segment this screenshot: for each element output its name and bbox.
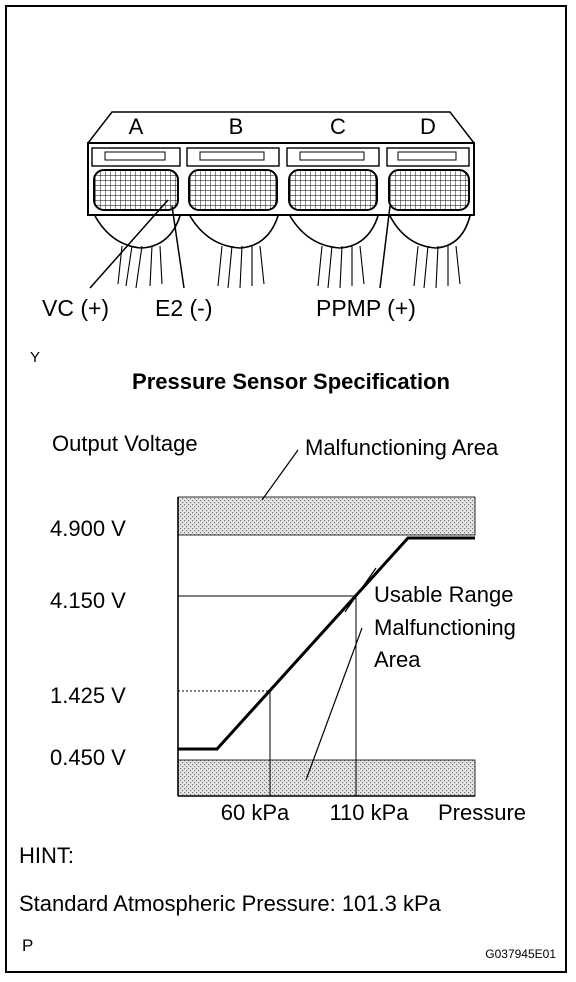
view-code-p: P (22, 936, 33, 955)
pin-label-vc: VC (+) (42, 295, 109, 321)
view-code-y: Y (30, 349, 40, 366)
pressure-voltage-chart: Malfunctioning Area Usable Range Malfunc… (50, 435, 526, 825)
connector-block-c (286, 147, 380, 289)
chart-title: Pressure Sensor Specification (132, 369, 450, 394)
x-tick-60kpa: 60 kPa (221, 800, 290, 825)
y-tick-4900: 4.900 V (50, 516, 126, 541)
annotation-malfunction-upper: Malfunctioning Area (305, 435, 499, 460)
connector-block-a (91, 147, 181, 289)
leader-line-vc (89, 199, 169, 289)
connector-letter-a: A (129, 114, 144, 139)
malfunction-band-lower (177, 759, 476, 797)
connector-letter-c: C (330, 114, 346, 139)
y-axis-label: Output Voltage (52, 431, 198, 456)
y-tick-4150: 4.150 V (50, 588, 126, 613)
leader-malfunction-lower (305, 627, 363, 781)
connector-block-b (186, 147, 280, 289)
leader-malfunction-upper (261, 449, 299, 501)
connector-letter-b: B (229, 114, 244, 139)
y-tick-1425: 1.425 V (50, 683, 126, 708)
pin-label-ppmp: PPMP (+) (316, 295, 416, 321)
connector-block-d (386, 147, 471, 289)
leader-line-ppmp (379, 205, 391, 289)
sensor-characteristic-line (178, 536, 475, 751)
pin-label-e2: E2 (-) (155, 295, 213, 321)
hint-text: Standard Atmospheric Pressure: 101.3 kPa (19, 891, 442, 916)
x-axis-label: Pressure (438, 800, 526, 825)
annotation-malfunction-lower-1: Malfunctioning (374, 615, 516, 640)
y-tick-0450: 0.450 V (50, 745, 126, 770)
x-tick-110kpa: 110 kPa (329, 800, 409, 825)
leader-usable-range (344, 567, 377, 613)
ecu-connector: A B C D VC (+) E2 (-) PPMP (+) (42, 111, 475, 321)
figure-id: G037945E01 (485, 947, 556, 961)
annotation-malfunction-lower-2: Area (374, 647, 421, 672)
connector-letter-d: D (420, 114, 436, 139)
hint-heading: HINT: (19, 843, 74, 868)
malfunction-band-upper (177, 496, 476, 536)
leader-line-e2 (171, 205, 185, 289)
annotation-usable-range: Usable Range (374, 582, 513, 607)
